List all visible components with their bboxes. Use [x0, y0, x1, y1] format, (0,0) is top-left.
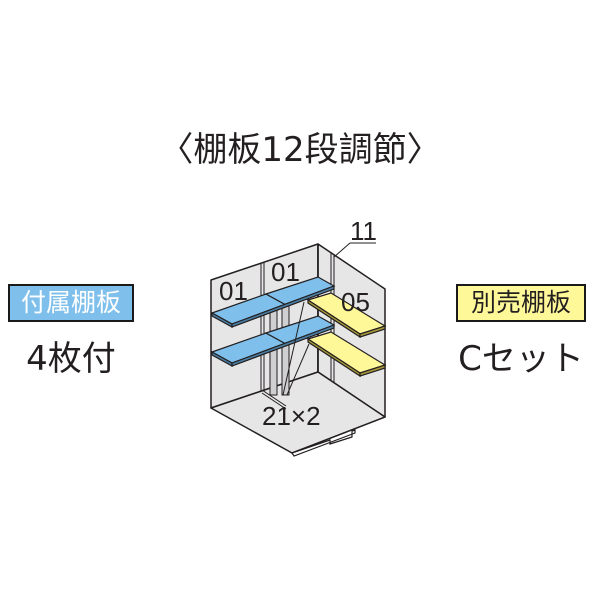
shelf-label-05: 05 — [341, 287, 370, 317]
included-shelf-badge: 付属棚板 — [8, 284, 134, 322]
shelf-label-01-left: 01 — [219, 276, 248, 306]
optional-shelf-badge: 別売棚板 — [456, 284, 586, 322]
page-title: 〈棚板12段調節〉 — [159, 130, 441, 170]
door-threshold — [291, 429, 356, 457]
corner-post-label-11: 11 — [350, 216, 377, 246]
pillar-label-21x2: 21×2 — [262, 401, 321, 431]
shelf-label-01-right: 01 — [271, 257, 300, 287]
included-shelf-count: 4枚付 — [26, 339, 116, 379]
optional-shelf-set: Cセット — [458, 339, 584, 379]
